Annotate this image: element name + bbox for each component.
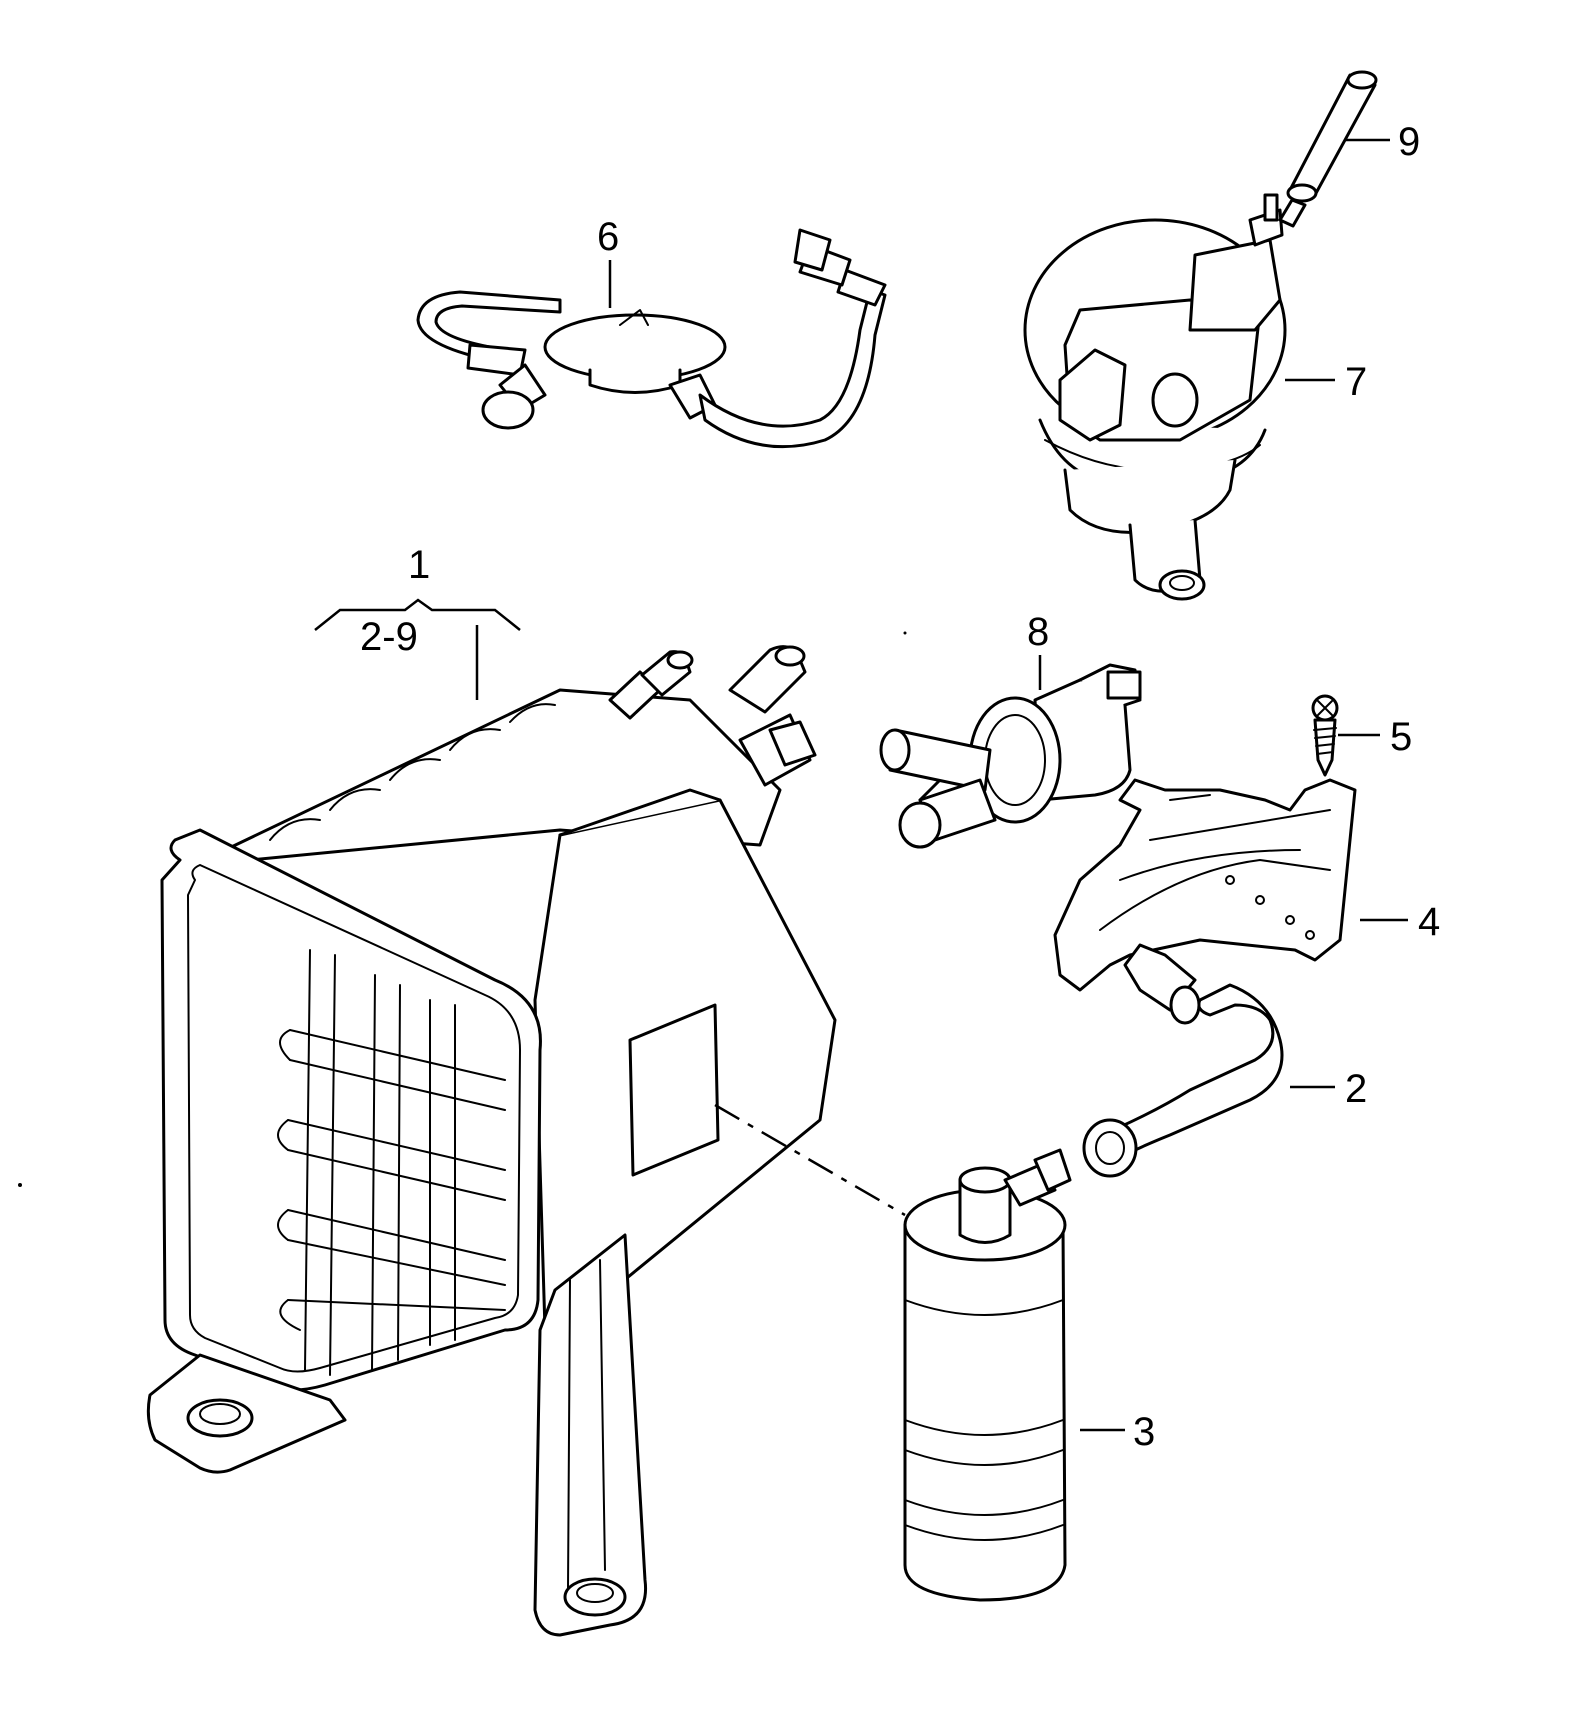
leader-lines bbox=[314, 138, 1408, 1432]
callout-7: 7 bbox=[1345, 360, 1367, 404]
callout-6: 6 bbox=[597, 215, 619, 259]
bracket bbox=[1053, 778, 1357, 1025]
valve bbox=[1023, 193, 1287, 601]
vent-hose bbox=[1278, 70, 1378, 228]
pump bbox=[903, 1148, 1072, 1602]
screw bbox=[1311, 694, 1339, 777]
charcoal-canister bbox=[146, 645, 837, 1637]
callout-4: 4 bbox=[1418, 900, 1440, 944]
solenoid-valve bbox=[879, 663, 1142, 849]
callout-8: 8 bbox=[1027, 610, 1049, 654]
scan-dot bbox=[903, 631, 907, 635]
scan-dot bbox=[18, 1183, 22, 1187]
callout-9: 9 bbox=[1398, 120, 1420, 164]
callout-3: 3 bbox=[1133, 1410, 1155, 1454]
callout-1: 1 bbox=[408, 543, 430, 587]
callout-2: 2 bbox=[1345, 1067, 1367, 1111]
callout-1-range: 2-9 bbox=[360, 615, 418, 659]
callout-5: 5 bbox=[1390, 715, 1412, 759]
canister-label-plate bbox=[628, 1003, 720, 1177]
mounting-reference-line bbox=[714, 1103, 906, 1217]
hose-valve-assembly bbox=[416, 228, 887, 449]
